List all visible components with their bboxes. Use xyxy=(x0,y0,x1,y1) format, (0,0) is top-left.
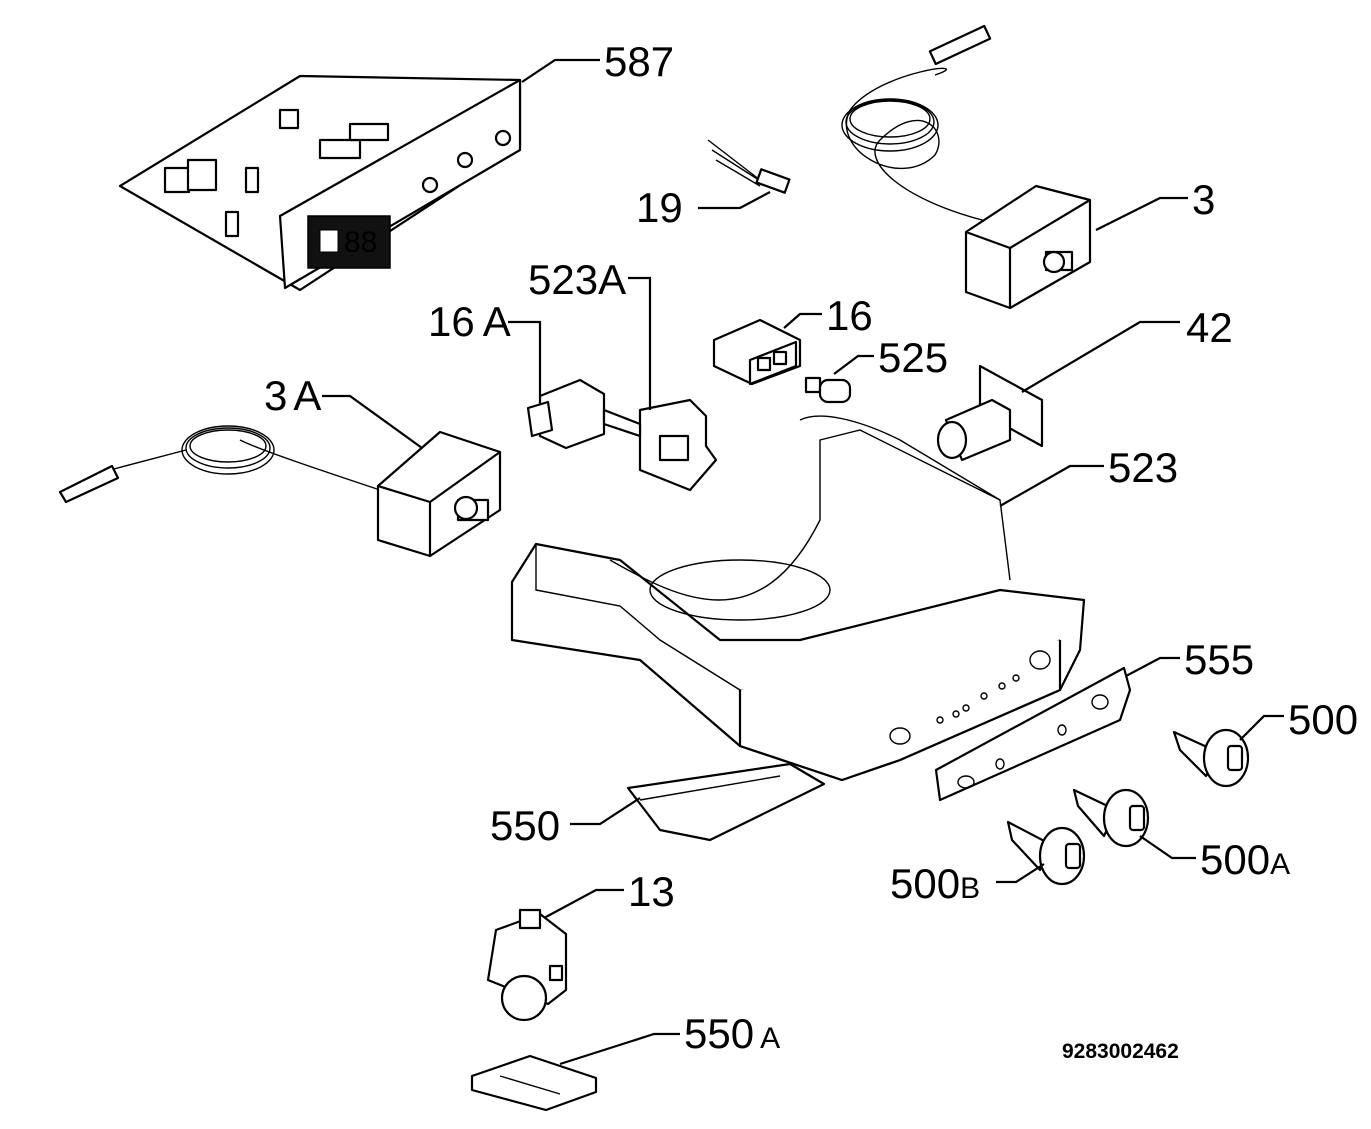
part-523-control-housing xyxy=(510,415,1086,782)
part-587-control-board: 88 xyxy=(118,74,522,292)
leader-500A xyxy=(1139,835,1196,860)
leader-16A xyxy=(508,320,542,396)
leader-19 xyxy=(698,191,771,210)
leader-523 xyxy=(999,464,1104,507)
label-523A: 523A xyxy=(528,256,626,303)
label-500: 500 xyxy=(1288,696,1358,743)
part-555-fascia-strip xyxy=(934,666,1132,802)
leader-550A xyxy=(559,1032,680,1066)
leader-13 xyxy=(543,888,624,919)
label-3: 3 xyxy=(1192,176,1215,223)
part-16-rocker-switch xyxy=(712,318,802,386)
label-500A: 500A xyxy=(1200,836,1290,883)
leader-525 xyxy=(833,354,874,375)
part-3-thermostat xyxy=(841,24,1092,310)
part-500A-knob xyxy=(1072,788,1150,848)
leader-3A xyxy=(322,394,423,449)
document-code: 9283002462 xyxy=(1062,1040,1179,1063)
part-16A-switch xyxy=(526,378,642,450)
part-3A-thermostat xyxy=(58,425,502,558)
leader-3 xyxy=(1095,196,1188,231)
part-523A-bracket xyxy=(638,398,718,492)
label-42: 42 xyxy=(1186,304,1233,351)
label-500B: 500B xyxy=(890,860,980,907)
label-16: 16 xyxy=(826,292,873,339)
leader-500 xyxy=(1239,714,1284,741)
part-19-lamp xyxy=(707,139,791,194)
label-555: 555 xyxy=(1184,636,1254,683)
leader-587 xyxy=(521,58,600,83)
part-525-indicator-lamp xyxy=(804,376,852,404)
label-525: 525 xyxy=(878,334,948,381)
part-500-knob xyxy=(1172,728,1250,788)
part-42-lamp-holder xyxy=(936,364,1044,462)
leader-16 xyxy=(783,312,822,329)
svg-text:88: 88 xyxy=(344,226,377,259)
part-13-switch xyxy=(486,908,568,1022)
label-19: 19 xyxy=(636,184,683,231)
leader-523A xyxy=(628,276,652,410)
part-550A-clip xyxy=(470,1054,598,1112)
part-550-cover xyxy=(626,762,826,842)
part-500B-knob xyxy=(1006,820,1086,886)
leader-550 xyxy=(570,797,641,826)
label-13: 13 xyxy=(628,868,675,915)
leader-555 xyxy=(1125,656,1180,677)
leader-42 xyxy=(1021,320,1180,393)
label-587: 587 xyxy=(604,38,674,85)
label-550: 550 xyxy=(490,802,560,849)
leader-500B xyxy=(996,863,1045,884)
label-523: 523 xyxy=(1108,444,1178,491)
